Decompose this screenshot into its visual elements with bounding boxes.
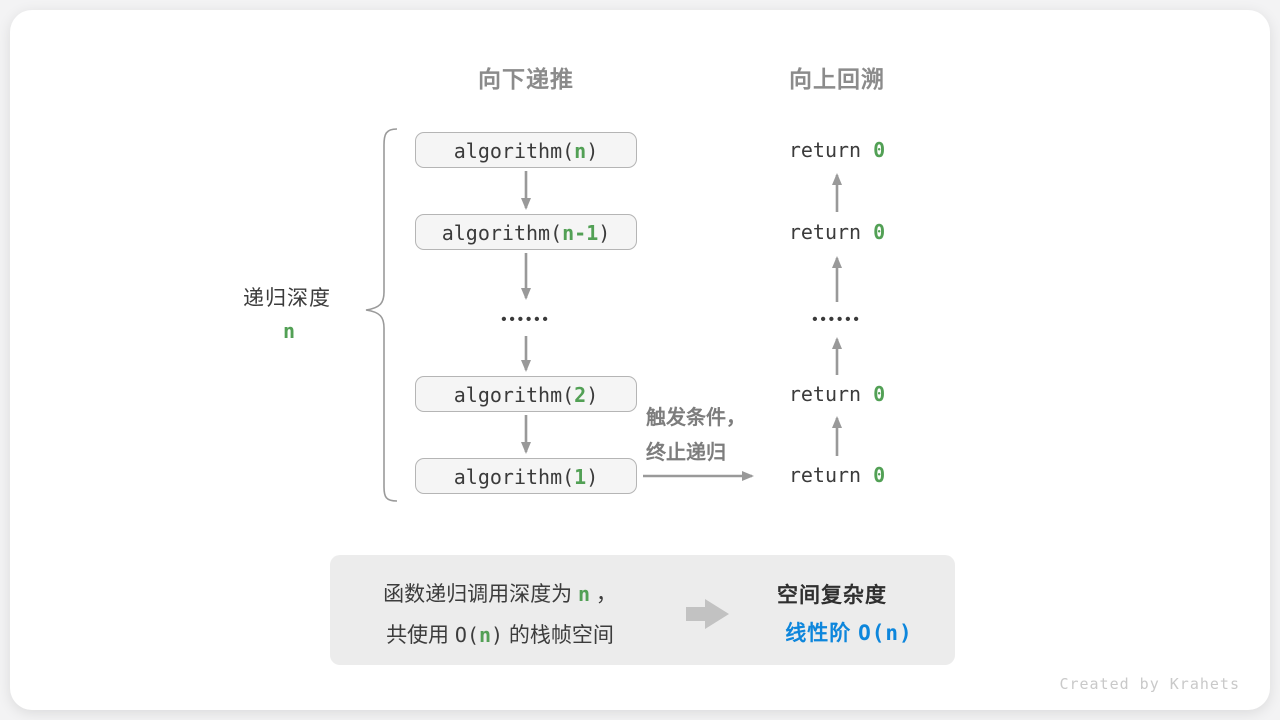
summary-box: [330, 555, 955, 665]
call-frame-n: algorithm(n): [415, 132, 637, 168]
annotation-line1: 触发条件，: [646, 407, 746, 429]
return-statement: return 0: [788, 463, 886, 487]
return-statement: return 0: [788, 382, 886, 406]
call-frame-n-1: algorithm(n-1): [415, 214, 637, 250]
frame-text: algorithm(: [453, 465, 575, 489]
annotation-line2: 终止递归: [646, 442, 726, 464]
frame-arg: n: [574, 139, 587, 163]
recursion-depth-value: n: [282, 319, 296, 343]
frame-arg: 2: [574, 383, 587, 407]
space-complexity-result: 线性阶 O(n): [785, 621, 913, 645]
implies-arrow-icon: [686, 598, 730, 630]
summary-statement-line2: 共使用 O(n) 的栈帧空间: [386, 623, 614, 647]
frame-arg: 1: [574, 465, 587, 489]
base-case-annotation: 触发条件， 终止递归: [646, 401, 776, 471]
frame-text: algorithm(: [453, 139, 575, 163]
watermark: Created by Krahets: [1059, 675, 1240, 693]
frame-text: algorithm(: [453, 383, 575, 407]
return-value: 0: [873, 463, 886, 487]
depth-var: n: [577, 582, 591, 606]
return-value: 0: [873, 138, 886, 162]
frame-text: algorithm(: [441, 221, 563, 245]
call-frame-1: algorithm(1): [415, 458, 637, 494]
complexity-var: n: [479, 623, 492, 647]
space-complexity-title: 空间复杂度: [777, 584, 887, 607]
complexity-notation: O(n): [858, 621, 913, 645]
call-frame-2: algorithm(2): [415, 376, 637, 412]
return-statement: return 0: [788, 138, 886, 162]
summary-statement-line1: 函数递归调用深度为 n ，: [383, 582, 617, 606]
return-value: 0: [873, 220, 886, 244]
ellipsis-left: ••••••: [501, 311, 551, 328]
recursion-depth-label: 递归深度: [243, 287, 331, 310]
frame-arg: n-1: [562, 221, 599, 245]
return-value: 0: [873, 382, 886, 406]
ellipsis-right: ••••••: [812, 311, 862, 328]
header-downward-recursion: 向下递推: [478, 66, 574, 92]
header-upward-backtrack: 向上回溯: [789, 66, 885, 92]
return-statement: return 0: [788, 220, 886, 244]
